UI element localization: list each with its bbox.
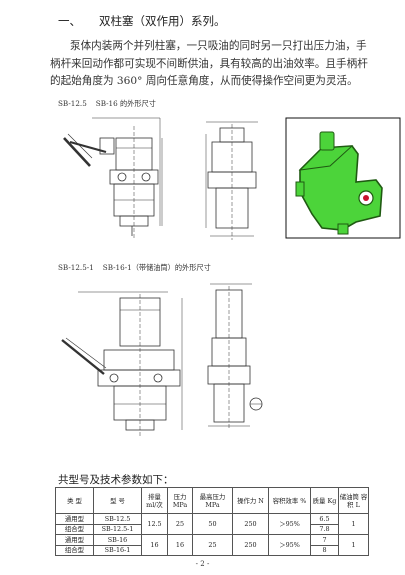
figure-1-model-b: SB-16 的外形尺寸: [95, 99, 156, 108]
cell-displacement: 16: [141, 534, 168, 556]
cell-model: SB-16-1: [93, 544, 142, 556]
pump-gauge-center: [363, 195, 369, 201]
technical-parameters-table: 类 型 型 号 排量 ml/次 压力 MPa 最高压力 MPa 操作力 N 容积…: [55, 487, 369, 556]
header-weight: 质量 Kg: [310, 487, 339, 514]
intro-line: 泵体内装两个并列柱塞，一只吸油的同时另一只打出压力油，手: [70, 40, 367, 52]
cell-model: SB-12.5-1: [93, 523, 142, 535]
cell-type: 通用型: [55, 534, 94, 546]
section-heading: 一、 双柱塞（双作用）系列。: [58, 13, 226, 29]
cell-weight: 7.8: [310, 523, 339, 535]
cell-pressure: 16: [167, 534, 193, 556]
cell-max-pressure: 25: [192, 534, 233, 556]
cell-weight: 7: [310, 534, 339, 546]
cell-force: 250: [232, 534, 269, 556]
cell-reservoir: 1: [338, 513, 369, 535]
header-max-pressure: 最高压力 MPa: [192, 487, 233, 514]
parameters-title: 共型号及技术参数如下：: [58, 474, 174, 486]
table-header-row: 类 型 型 号 排量 ml/次 压力 MPa 最高压力 MPa 操作力 N 容积…: [55, 487, 369, 514]
cell-type: 组合型: [55, 523, 94, 535]
figure-2-caption: SB-12.5-1 SB-16-1（带储油筒）的外形尺寸: [58, 263, 220, 273]
pump-lower-fitting: [337, 223, 349, 235]
section-number: 一、: [58, 14, 81, 28]
figure-2-model-a: SB-12.5-1: [58, 263, 94, 272]
pump-with-reservoir-side-view-drawing: [207, 283, 263, 430]
cell-model: SB-16: [93, 534, 142, 546]
intro-line: 的起始角度为 360° 周向任意角度，从而使得操作空间更为灵活。: [50, 75, 358, 87]
figure-2-model-b: SB-16-1（带储油筒）的外形尺寸: [102, 263, 211, 272]
pump-front-view-drawing: [63, 117, 163, 240]
cell-efficiency: ＞95%: [268, 534, 311, 556]
figure-1-caption: SB-12.5 SB-16 的外形尺寸: [58, 99, 165, 109]
header-displacement: 排量 ml/次: [141, 487, 168, 514]
pump-top-face: [298, 145, 354, 171]
intro-line: 柄杆来回动作都可实现不间断供油，具有较高的出油效率。且手柄杆: [50, 57, 368, 70]
intro-paragraph: 泵体内装两个并列柱塞，一只吸油的同时另一只打出压力油，手 柄杆来回动作都可实现不…: [50, 38, 388, 91]
table-row: 组合型 SB-16-1 8: [55, 544, 369, 556]
header-type: 类 型: [55, 487, 94, 514]
cell-reservoir: 1: [338, 534, 369, 556]
cell-efficiency: ＞95%: [268, 513, 311, 535]
cell-type: 组合型: [55, 544, 94, 556]
cell-displacement: 12.5: [141, 513, 168, 535]
header-reservoir: 储油筒 容积 L: [338, 487, 369, 514]
header-model: 型 号: [93, 487, 142, 514]
header-efficiency: 容积效率 %: [268, 487, 311, 514]
table-row: 通用型 SB-16 16 16 25 250 ＞95% 7 1: [55, 534, 369, 556]
table-row: 通用型 SB-12.5 12.5 25 50 250 ＞95% 6.5 1: [55, 513, 369, 535]
section-title: 双柱塞（双作用）系列。: [99, 14, 226, 28]
header-pressure: 压力 MPa: [167, 487, 193, 514]
cell-type: 通用型: [55, 513, 94, 525]
pump-top-cap: [319, 131, 335, 151]
pump-product-photo: [285, 117, 401, 239]
pump-side-view-drawing: [205, 121, 258, 240]
cell-weight: 6.5: [310, 513, 339, 525]
cell-weight: 8: [310, 544, 339, 556]
figure-1-model-a: SB-12.5: [58, 99, 87, 108]
cell-max-pressure: 50: [192, 513, 233, 535]
pump-with-reservoir-front-view-drawing: [61, 291, 183, 436]
cell-pressure: 25: [167, 513, 193, 535]
cell-model: SB-12.5: [93, 513, 142, 525]
header-force: 操作力 N: [232, 487, 269, 514]
page-number: - 2 -: [195, 560, 210, 568]
cell-force: 250: [232, 513, 269, 535]
